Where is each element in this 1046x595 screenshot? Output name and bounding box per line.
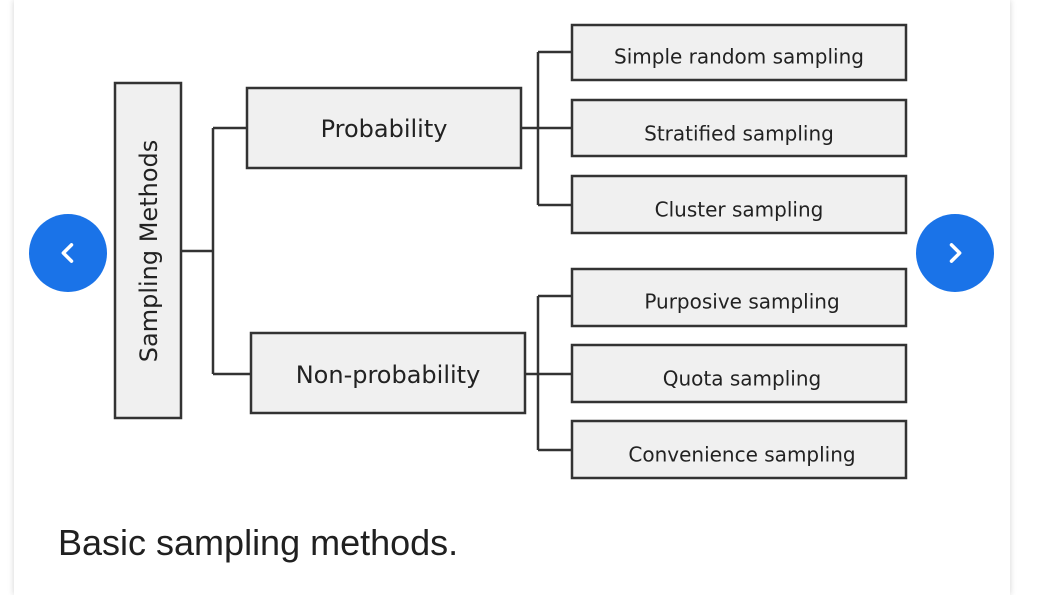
leaf-label: Cluster sampling xyxy=(655,198,824,222)
leaf-label: Simple random sampling xyxy=(614,45,864,69)
next-slide-button[interactable] xyxy=(916,214,994,292)
branch-probability: Probability xyxy=(245,86,523,170)
leaf-label: Quota sampling xyxy=(663,367,821,391)
image-caption: Basic sampling methods. xyxy=(58,522,459,563)
leaf-cluster: Cluster sampling xyxy=(570,174,908,235)
branch-non-probability: Non-probability xyxy=(249,331,527,415)
leaf-convenience: Convenience sampling xyxy=(570,419,908,480)
root-label: Sampling Methods xyxy=(135,140,163,362)
leaf-stratified: Stratified sampling xyxy=(570,98,908,158)
chevron-left-icon xyxy=(61,243,74,263)
leaf-quota: Quota sampling xyxy=(570,343,908,404)
leaf-label: Purposive sampling xyxy=(644,290,839,314)
branch-label: Non-probability xyxy=(296,361,481,389)
branch-label: Probability xyxy=(321,115,448,143)
root-node: Sampling Methods xyxy=(113,81,183,420)
connector-lines xyxy=(181,50,572,452)
previous-slide-button[interactable] xyxy=(29,214,107,292)
leaf-label: Convenience sampling xyxy=(628,443,855,467)
sampling-methods-diagram: Sampling Methods Probability Non-probabi… xyxy=(113,23,908,480)
leaf-label: Stratified sampling xyxy=(644,122,834,146)
leaf-purposive: Purposive sampling xyxy=(570,267,908,328)
chevron-right-icon xyxy=(949,243,962,263)
leaf-simple-random: Simple random sampling xyxy=(570,23,908,82)
